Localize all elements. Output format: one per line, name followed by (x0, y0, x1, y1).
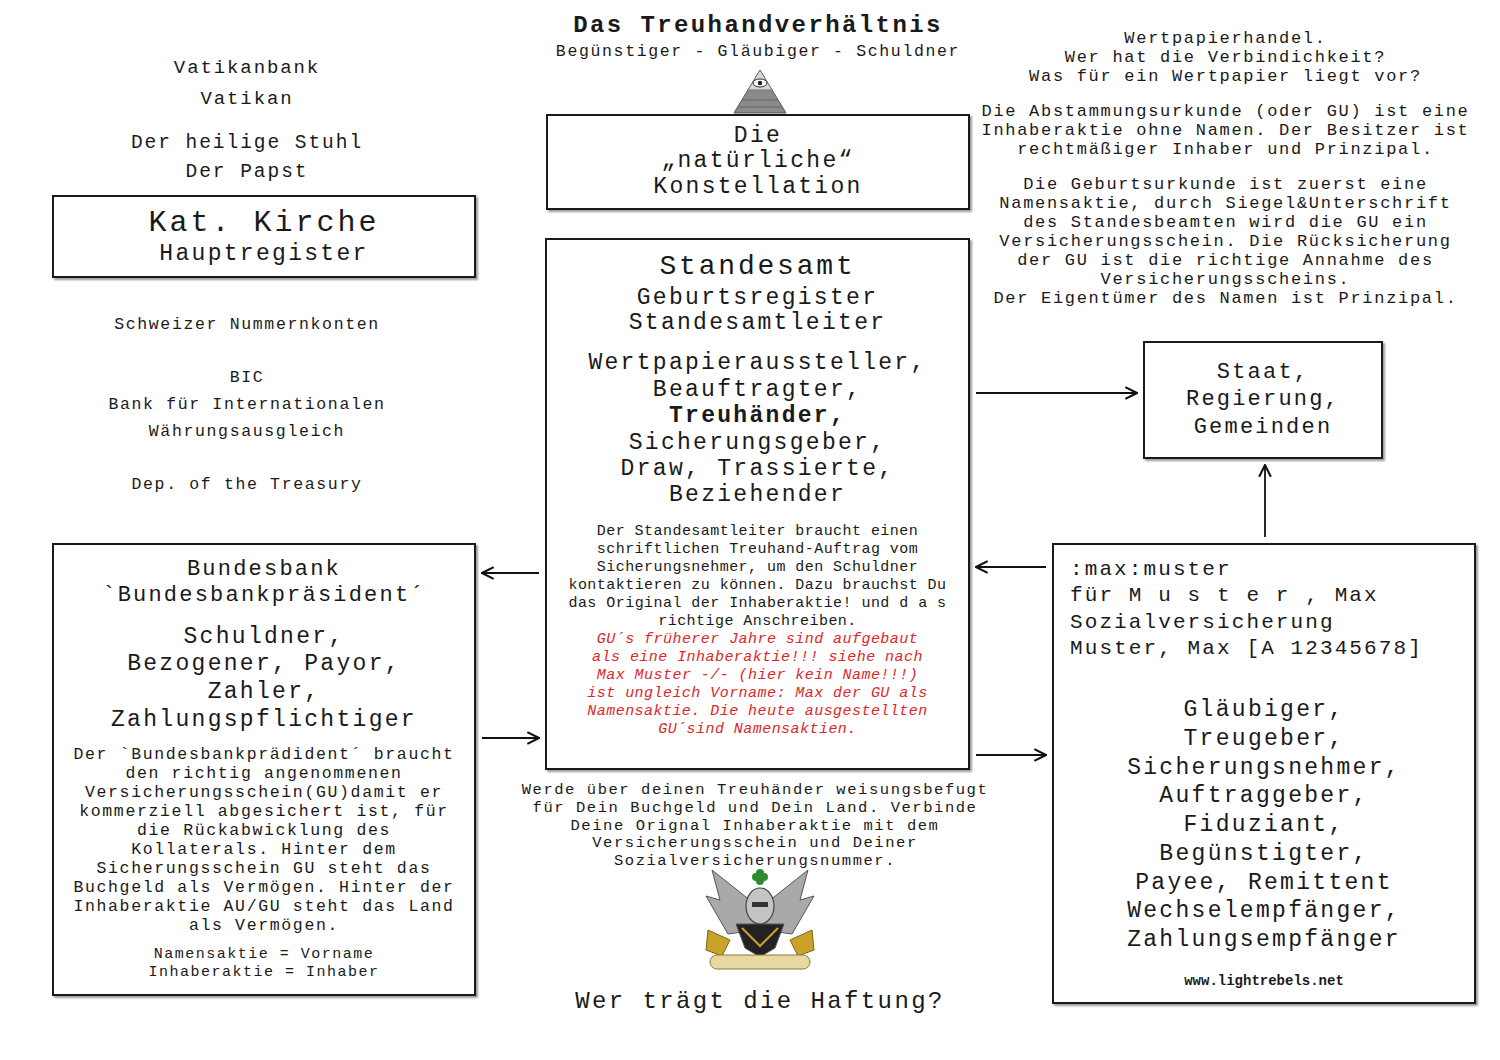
side-label: Bank für Internationalen Währungsausglei… (106, 391, 389, 445)
constellation-box: Die „natürliche“ Konstellation (546, 114, 970, 210)
note-heading: Wer hat die Verbindichkeit? (1065, 48, 1386, 67)
name-line: :max:muster (1070, 557, 1458, 583)
note-column: Wertpapierhandel.Wer hat die Verbindichk… (978, 29, 1473, 308)
role-list: Schuldner, Bezogener, Payor, Zahler, Zah… (107, 624, 421, 734)
note-text: Die Geburtsurkunde ist zuerst eine Namen… (978, 175, 1473, 289)
box-title: Die „natürliche“ Konstellation (649, 124, 866, 200)
eye-pyramid (734, 70, 786, 113)
name-line: Sozialversicherung (1070, 610, 1458, 636)
role-list: Wertpapieraussteller, Beauftragter, (584, 350, 930, 403)
box-note: Der `Bundesbankprädident´ braucht den ri… (64, 746, 464, 936)
name-line: Muster, Max [A 12345678] (1070, 636, 1458, 662)
person-box: :max:musterfür M u s t e r , MaxSozialve… (1052, 543, 1476, 1004)
web-address: www.lightrebels.net (1070, 973, 1458, 990)
box-subtitle: Geburtsregister Standesamtleiter (629, 286, 887, 337)
side-label: BIC (230, 368, 265, 388)
arrow-connector (482, 737, 539, 739)
note-heading: Wertpapierhandel. (1124, 29, 1326, 48)
note-text: Die Abstammungsurkunde (oder GU) ist ein… (978, 102, 1473, 159)
role-list: Gläubiger, Treugeber, Sicherungsnehmer, … (1115, 696, 1413, 955)
box-title: Standesamt (557, 250, 958, 284)
side-label: Schweizer Nummernkonten (114, 315, 380, 335)
box-subtitle: Hauptregister (64, 241, 464, 267)
box-title: Staat, Regierung, Gemeinden (1174, 359, 1351, 442)
closing-question: Wer trägt die Haftung? (575, 988, 945, 1017)
side-label: Vatikan (200, 88, 293, 111)
warning-note: GU´s früherer Jahre sind aufgebaut als e… (578, 631, 937, 739)
arrow-connector (976, 566, 1046, 568)
side-label: Vatikanbank (174, 57, 320, 80)
name-line: für M u s t e r , Max (1070, 583, 1458, 609)
note-text: Der Eigentümer des Namen ist Prinzipal. (993, 289, 1457, 308)
arrow-connector (976, 392, 1137, 394)
registry-office-box: StandesamtGeburtsregister Standesamtleit… (545, 238, 970, 770)
box-title: Bundesbank `Bundesbankpräsident´ (95, 557, 434, 610)
arrow-connector (976, 754, 1046, 756)
instruction-note: Werde über deinen Treuhänder weisungsbef… (503, 782, 1008, 871)
box-note: Namensaktie = Vorname Inhaberaktie = Inh… (146, 946, 382, 982)
side-label: Der heilige Stuhl (131, 132, 363, 155)
central-bank-box: Bundesbank `Bundesbankpräsident´ Schuldne… (52, 543, 476, 996)
box-note: Der Standesamtleiter braucht einen schri… (557, 523, 958, 631)
state-box: Staat, Regierung, Gemeinden (1143, 341, 1383, 459)
role-list: Treuhänder, (557, 403, 958, 429)
side-label: Dep. of the Treasury (131, 475, 362, 495)
side-label: Der Papst (186, 161, 309, 184)
register-box: Kat. KircheHauptregister (52, 195, 476, 278)
subtitle: Begünstiger - Gläubiger - Schuldner (556, 42, 960, 62)
role-list: Sicherungsgeber, Draw, Trassierte, Bezie… (584, 430, 930, 509)
emblem (706, 869, 814, 969)
arrow-connector (1264, 465, 1266, 537)
arrow-connector (482, 572, 539, 574)
diagram-title: Das Treuhandverhältnis (573, 12, 943, 41)
note-heading: Was für ein Wertpapier liegt vor? (1029, 67, 1422, 86)
box-title: Kat. Kirche (64, 206, 464, 241)
